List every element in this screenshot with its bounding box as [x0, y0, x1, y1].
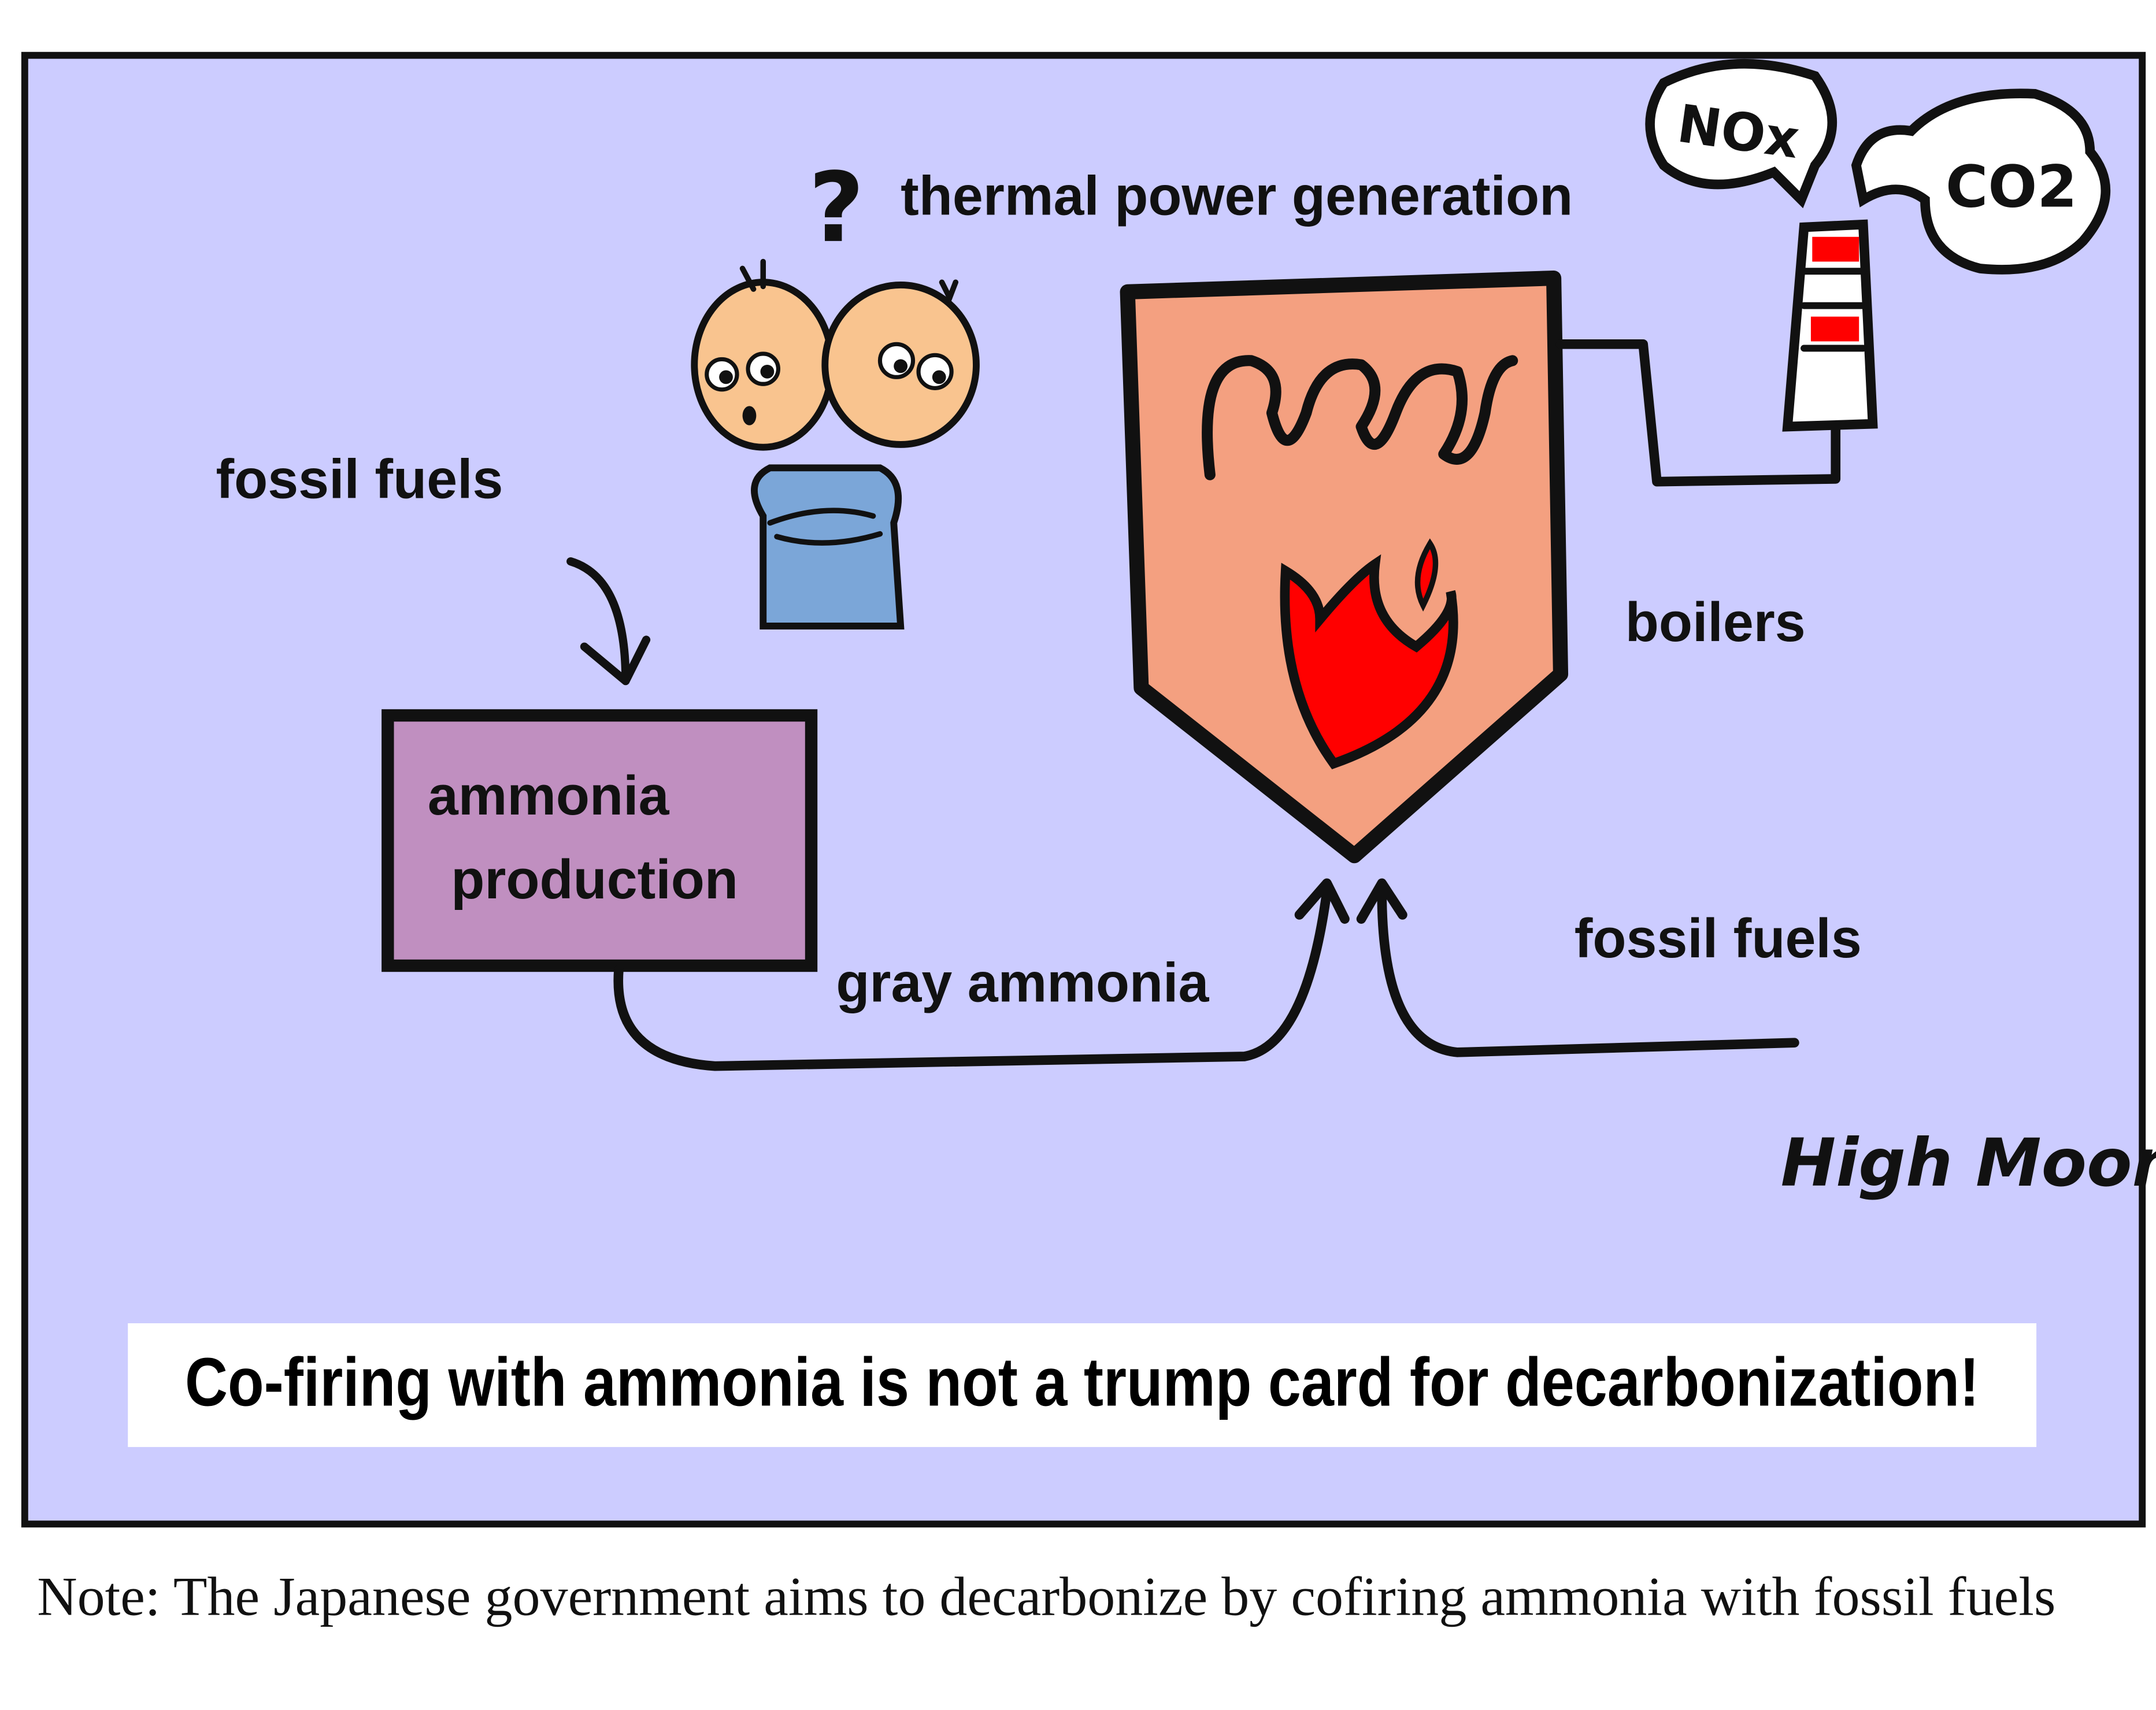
co2-cloud-bubble: [1851, 88, 2111, 275]
label-ammonia-production-2: production: [451, 849, 738, 910]
co2-label: CO2: [1946, 153, 2077, 220]
footnote: Note: The Japanese government aims to de…: [37, 1565, 2055, 1627]
flame-icon: [1280, 554, 1458, 769]
nox-speech-bubble: [1645, 58, 1838, 209]
arrow-fossil-fuels-to-boiler: [1356, 878, 1799, 1057]
panel-frame: [21, 51, 2146, 1528]
ammonia-production-box: [381, 709, 818, 972]
heating-coil: [1202, 355, 1518, 480]
label-boilers: boilers: [1625, 592, 1806, 653]
boiler-illustration: [1120, 270, 1569, 864]
label-ammonia-production-1: ammonia: [428, 765, 670, 827]
exhaust-pipe: [1555, 339, 1841, 487]
label-fossil-fuels-top: fossil fuels: [216, 449, 503, 510]
banner-box: [128, 1323, 2037, 1448]
chimney-illustration: [1782, 219, 1878, 432]
question-mark: ?: [809, 152, 865, 264]
signature: High Moon: [1781, 1124, 2156, 1201]
label-gray-ammonia: gray ammonia: [836, 952, 1209, 1013]
banner-text: Co-firing with ammonia is not a trump ca…: [185, 1344, 1979, 1421]
arrow-gray-ammonia-to-boiler: [613, 878, 1350, 1071]
label-fossil-fuels-right: fossil fuels: [1575, 908, 1862, 969]
confused-person-illustration: [691, 258, 980, 630]
label-thermal-power-generation: thermal power generation: [901, 166, 1573, 227]
arrow-fossil-to-ammonia: [566, 557, 651, 686]
